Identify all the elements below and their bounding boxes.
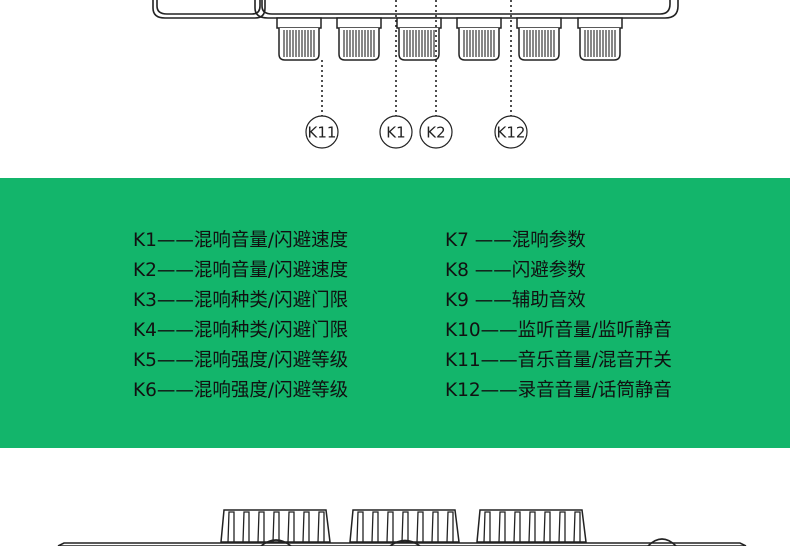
- front-knob: [577, 17, 623, 61]
- front-knob: [336, 17, 382, 61]
- callout-leader-lines: [321, 0, 512, 116]
- callout-labels: K11 K1 K2 K12: [305, 115, 528, 149]
- knob-row-top: [276, 17, 623, 61]
- legend-column-left: K1——混响音量/闪避速度 K2——混响音量/闪避速度 K3——混响种类/闪避门…: [133, 226, 348, 406]
- callout-k1-label: K1: [386, 124, 405, 142]
- legend-column-right: K7 ——混响参数 K8 ——闪避参数 K9 ——辅助音效 K10——监听音量/…: [445, 226, 672, 406]
- legend-item-k8: K8 ——闪避参数: [445, 260, 586, 281]
- front-knob: [456, 17, 502, 61]
- front-knob: [516, 17, 562, 61]
- callout-k2-label: K2: [426, 124, 445, 142]
- legend-item-k3: K3——混响种类/闪避门限: [133, 290, 349, 311]
- legend-item-k12: K12——录音音量/话筒静音: [445, 380, 672, 401]
- callout-k1: K1: [379, 115, 413, 149]
- top-knob: [476, 509, 587, 543]
- callout-k12-label: K12: [497, 124, 526, 142]
- legend-item-k5: K5——混响强度/闪避等级: [133, 350, 349, 371]
- legend-item-k10: K10——监听音量/监听静音: [445, 320, 672, 341]
- legend-item-k1: K1——混响音量/闪避速度: [133, 230, 349, 251]
- knob-row-bottom: [220, 509, 587, 543]
- mixer-front-diagram: K11 K1 K2 K12: [152, 0, 679, 149]
- legend-item-k7: K7 ——混响参数: [445, 230, 586, 251]
- device-body-outline-bottom: [57, 538, 747, 546]
- legend-item-k4: K4——混响种类/闪避门限: [133, 320, 349, 341]
- top-knob: [349, 509, 460, 543]
- device-body-outline: [152, 0, 679, 19]
- callout-k2: K2: [419, 115, 453, 149]
- legend-item-k2: K2——混响音量/闪避速度: [133, 260, 349, 281]
- knob-legend-band: K1——混响音量/闪避速度 K2——混响音量/闪避速度 K3——混响种类/闪避门…: [0, 178, 790, 448]
- top-knob: [220, 509, 331, 543]
- front-knob: [396, 17, 442, 61]
- callout-k12: K12: [494, 115, 528, 149]
- front-knob: [276, 17, 322, 61]
- legend-item-k11: K11——音乐音量/混音开关: [445, 350, 672, 371]
- legend-item-k9: K9 ——辅助音效: [445, 290, 586, 311]
- callout-k11-label: K11: [308, 124, 337, 142]
- mixer-top-diagram: [57, 509, 747, 546]
- callout-k11: K11: [305, 115, 339, 149]
- legend-item-k6: K6——混响强度/闪避等级: [133, 380, 349, 401]
